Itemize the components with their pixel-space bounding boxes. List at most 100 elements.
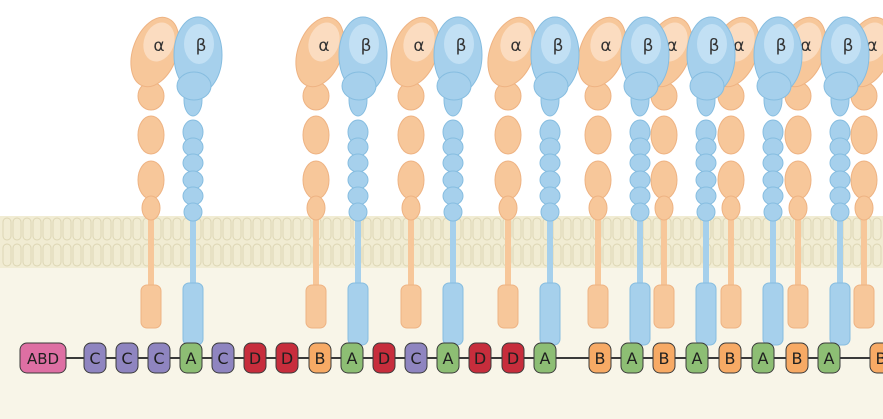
beta-leg-domain <box>539 170 561 190</box>
lipid-head-upper <box>732 217 742 241</box>
domain-box-shape <box>785 342 809 374</box>
beta-leg-domain <box>539 153 561 173</box>
beta-transmembrane-stalk <box>637 215 643 290</box>
domain-label: B <box>659 349 670 368</box>
domain-box-a: A <box>436 342 460 374</box>
beta-leg-domain <box>182 153 204 173</box>
beta-headpiece-highlight <box>631 24 661 64</box>
beta-headpiece-highlight <box>541 24 571 64</box>
domain-box-shape <box>620 342 644 374</box>
lipid-head-lower <box>512 243 522 267</box>
lipid-head-lower <box>462 243 472 267</box>
alpha-leg-domain <box>584 115 612 155</box>
beta-leg-domain <box>695 186 717 206</box>
lipid-head-upper <box>322 217 332 241</box>
domain-box-shape <box>436 342 460 374</box>
domain-label: A <box>186 349 197 368</box>
lipid-head-lower <box>162 243 172 267</box>
domain-label: D <box>507 349 519 368</box>
alpha-leg-domain <box>854 195 874 221</box>
beta-leg-domain <box>763 202 783 222</box>
beta-leg-domain <box>629 170 651 190</box>
beta-leg-domain <box>182 170 204 190</box>
alpha-cytoplasmic-tail <box>720 284 742 329</box>
domain-label: B <box>595 349 606 368</box>
lipid-head-lower <box>692 243 702 267</box>
integrin-heterodimer-beta: β <box>530 16 580 346</box>
beta-leg-domain <box>347 170 369 190</box>
lipid-head-upper <box>522 217 532 241</box>
lipid-head-lower <box>822 243 832 267</box>
lipid-head-lower <box>332 243 342 267</box>
lipid-head-upper <box>672 217 682 241</box>
lipid-head-upper <box>72 217 82 241</box>
domain-label: A <box>692 349 703 368</box>
domain-label: A <box>540 349 551 368</box>
beta-leg-domain <box>629 137 651 157</box>
beta-label: β <box>196 36 207 56</box>
beta-leg-domain <box>696 202 716 222</box>
alpha-transmembrane-stalk <box>595 215 601 290</box>
lipid-head-upper <box>272 217 282 241</box>
lipid-head-upper <box>112 217 122 241</box>
lipid-head-upper <box>642 217 652 241</box>
domain-box-shape <box>751 342 775 374</box>
lipid-head-upper <box>392 217 402 241</box>
beta-leg-domain <box>762 153 784 173</box>
domain-box-a: A <box>817 342 841 374</box>
alpha-leg-domain <box>650 115 678 155</box>
beta-hybrid-domain <box>341 71 377 101</box>
beta-cytoplasmic-tail <box>539 282 561 346</box>
lipid-head-lower <box>422 243 432 267</box>
domain-label: B <box>792 349 803 368</box>
alpha-transmembrane-stalk <box>148 215 154 290</box>
domain-box-shape <box>275 342 299 374</box>
alpha-transmembrane-stalk <box>505 215 511 290</box>
domain-label: A <box>627 349 638 368</box>
domain-box-shape <box>685 342 709 374</box>
beta-hybrid-domain <box>823 71 859 101</box>
lipid-head-lower <box>212 243 222 267</box>
beta-leg-domain <box>539 137 561 157</box>
lipid-head-upper <box>712 217 722 241</box>
beta-label: β <box>643 36 654 56</box>
beta-transmembrane-stalk <box>770 215 776 290</box>
lipid-head-upper <box>332 217 342 241</box>
domain-label: D <box>281 349 293 368</box>
domain-label: D <box>474 349 486 368</box>
alpha-headpiece-highlight <box>403 22 435 62</box>
alpha-leg-domain <box>397 160 425 200</box>
domain-label: A <box>758 349 769 368</box>
lipid-head-upper <box>262 217 272 241</box>
domain-box-shape <box>588 342 612 374</box>
lipid-head-lower <box>752 243 762 267</box>
lipid-head-lower <box>112 243 122 267</box>
alpha-leg-domain <box>494 160 522 200</box>
alpha-leg-domain <box>654 195 674 221</box>
lipid-head-lower <box>492 243 502 267</box>
beta-leg-domain <box>347 186 369 206</box>
beta-transmembrane-stalk <box>355 215 361 290</box>
alpha-headpiece-highlight <box>500 22 532 62</box>
domain-label: A <box>824 349 835 368</box>
lipid-head-upper <box>752 217 762 241</box>
alpha-cytoplasmic-tail <box>140 284 162 329</box>
lipid-head-upper <box>182 217 192 241</box>
beta-transmembrane-stalk <box>190 215 196 290</box>
domain-label: C <box>121 349 132 368</box>
lipid-head-upper <box>462 217 472 241</box>
lipid-head-lower <box>102 243 112 267</box>
domain-box-d: D <box>275 342 299 374</box>
alpha-transmembrane-stalk <box>795 215 801 290</box>
alpha-label: α <box>413 36 424 56</box>
lipid-head-lower <box>382 243 392 267</box>
lipid-head-upper <box>612 217 622 241</box>
lipid-head-upper <box>102 217 112 241</box>
lipid-head-upper <box>172 217 182 241</box>
lipid-head-lower <box>22 243 32 267</box>
lipid-head-lower <box>92 243 102 267</box>
lipid-head-lower <box>322 243 332 267</box>
lipid-head-upper <box>122 217 132 241</box>
alpha-leg-domain <box>302 160 330 200</box>
alpha-label: α <box>153 36 164 56</box>
